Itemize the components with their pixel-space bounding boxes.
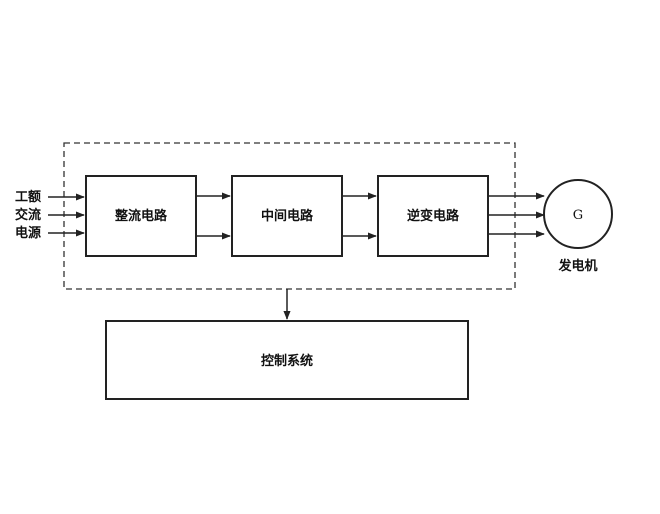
inverter-block [377,175,489,257]
generator-label: 发电机 [557,258,597,274]
input-label-2: 交流 [15,207,41,223]
intermediate-label: 中间电路 [261,208,314,224]
converter-dashed-boundary [63,142,516,290]
rectifier-label: 整流电路 [114,208,168,224]
inverter-label: 逆变电路 [407,208,460,224]
generator-symbol [543,179,613,249]
input-label-3: 电源 [15,225,41,241]
control-system-block [105,320,469,400]
rectifier-block [85,175,197,257]
generator-letter: G [573,208,583,223]
intermediate-block [231,175,343,257]
control-system-label: 控制系统 [261,353,313,369]
input-label-1: 工额 [15,189,41,205]
